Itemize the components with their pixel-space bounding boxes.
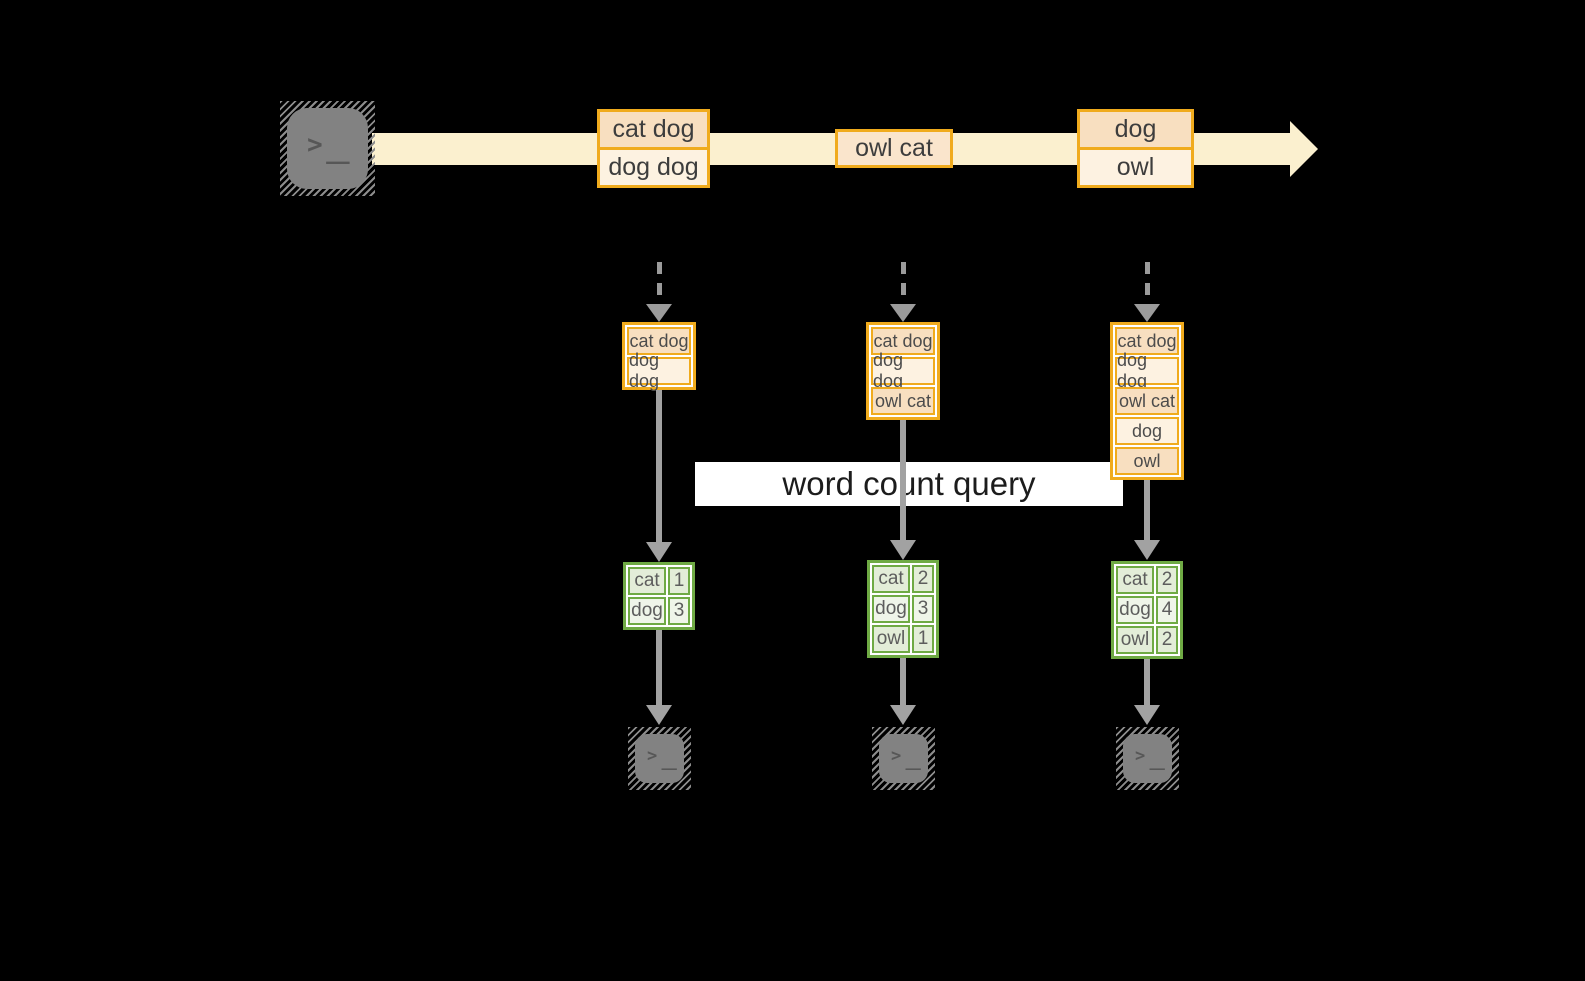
count-cell: 2 bbox=[1156, 566, 1178, 594]
buffer-row: cat dog bbox=[627, 327, 691, 355]
ingest-arrow-1 bbox=[657, 262, 662, 304]
terminal-screen: >_ bbox=[879, 734, 928, 783]
event-row: dog bbox=[1080, 112, 1191, 147]
query-arrow-3 bbox=[1144, 480, 1150, 540]
ingest-arrowhead-1 bbox=[646, 304, 672, 322]
ingest-arrow-3 bbox=[1145, 262, 1150, 304]
output-arrow-2 bbox=[900, 658, 906, 705]
count-cell: 1 bbox=[912, 625, 934, 653]
query-arrow-2 bbox=[900, 420, 906, 540]
word-cell: cat bbox=[872, 565, 910, 593]
count-table-3: cat 2 dog 4 owl 2 bbox=[1111, 561, 1183, 659]
buffer-row: dog bbox=[1115, 417, 1179, 445]
buffer-row: dog dog bbox=[627, 350, 691, 391]
terminal-prompt-icon: >_ bbox=[647, 746, 678, 771]
terminal-screen: >_ bbox=[1123, 734, 1172, 783]
word-cell: dog bbox=[1116, 596, 1154, 624]
ingest-arrowhead-3 bbox=[1134, 304, 1160, 322]
terminal-prompt-icon: >_ bbox=[307, 130, 350, 165]
word-cell: cat bbox=[1116, 566, 1154, 594]
word-cell: dog bbox=[872, 595, 910, 623]
count-cell: 2 bbox=[1156, 626, 1178, 654]
query-banner: word count query bbox=[695, 462, 1123, 506]
word-cell: owl bbox=[872, 625, 910, 653]
query-arrowhead-1 bbox=[646, 542, 672, 562]
sink-terminal-icon-2: >_ bbox=[872, 727, 935, 790]
event-box-3: dog owl bbox=[1077, 109, 1194, 188]
buffer-stack-2: cat dog dog dog owl cat bbox=[866, 322, 940, 420]
output-arrowhead-2 bbox=[890, 705, 916, 725]
output-arrowhead-3 bbox=[1134, 705, 1160, 725]
terminal-prompt-icon: >_ bbox=[891, 746, 922, 771]
terminal-screen: >_ bbox=[635, 734, 684, 783]
event-row: owl bbox=[1080, 150, 1191, 185]
sink-terminal-icon-3: >_ bbox=[1116, 727, 1179, 790]
terminal-prompt-icon: >_ bbox=[1135, 746, 1166, 771]
buffer-row: owl cat bbox=[871, 387, 935, 415]
event-box-2: owl cat bbox=[835, 129, 953, 168]
source-terminal-icon: >_ bbox=[280, 101, 375, 196]
word-cell: dog bbox=[628, 597, 666, 625]
buffer-row: cat dog bbox=[871, 327, 935, 355]
count-cell: 3 bbox=[668, 597, 690, 625]
query-arrow-1 bbox=[656, 390, 662, 542]
word-cell: cat bbox=[628, 567, 666, 595]
event-row: owl cat bbox=[838, 132, 950, 165]
buffer-row: dog dog bbox=[1115, 350, 1179, 391]
word-cell: owl bbox=[1116, 626, 1154, 654]
count-cell: 3 bbox=[912, 595, 934, 623]
buffer-row: owl cat bbox=[1115, 387, 1179, 415]
count-table-1: cat 1 dog 3 bbox=[623, 562, 695, 630]
sink-terminal-icon-1: >_ bbox=[628, 727, 691, 790]
event-row: cat dog bbox=[600, 112, 707, 147]
query-arrowhead-3 bbox=[1134, 540, 1160, 560]
output-arrow-3 bbox=[1144, 659, 1150, 705]
output-arrow-1 bbox=[656, 630, 662, 705]
count-cell: 1 bbox=[668, 567, 690, 595]
buffer-stack-3: cat dog dog dog owl cat dog owl bbox=[1110, 322, 1184, 480]
count-cell: 4 bbox=[1156, 596, 1178, 624]
stream-arrowhead-icon bbox=[1290, 121, 1318, 177]
event-box-1: cat dog dog dog bbox=[597, 109, 710, 188]
query-arrowhead-2 bbox=[890, 540, 916, 560]
terminal-screen: >_ bbox=[287, 108, 368, 189]
buffer-row: dog dog bbox=[871, 350, 935, 391]
buffer-row: owl bbox=[1115, 447, 1179, 475]
ingest-arrow-2 bbox=[901, 262, 906, 304]
count-cell: 2 bbox=[912, 565, 934, 593]
buffer-row: cat dog bbox=[1115, 327, 1179, 355]
count-table-2: cat 2 dog 3 owl 1 bbox=[867, 560, 939, 658]
buffer-stack-1: cat dog dog dog bbox=[622, 322, 696, 391]
event-row: dog dog bbox=[600, 150, 707, 185]
output-arrowhead-1 bbox=[646, 705, 672, 725]
ingest-arrowhead-2 bbox=[890, 304, 916, 322]
